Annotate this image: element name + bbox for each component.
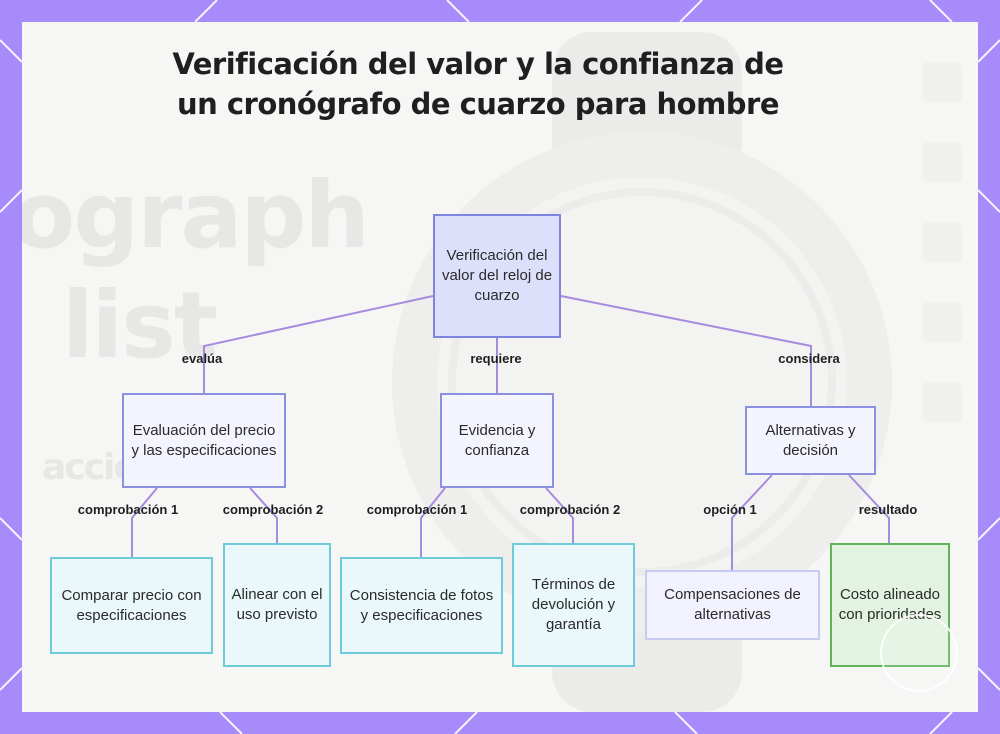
edge-label-result: resultado [858, 502, 918, 517]
edge-label-evidence-check-2: comprobación 2 [519, 502, 621, 517]
edge-label-requiere: requiere [470, 351, 522, 366]
diagram-title: Verificación del valor y la confianza de… [172, 47, 784, 121]
edge-label-option-1: opción 1 [703, 502, 757, 517]
watermark-text-1: ograph [22, 162, 370, 269]
return-warranty-node: Términos de devolución y garantía [512, 543, 635, 667]
evidence-node: Evidencia y confianza [440, 393, 554, 488]
align-use-node: Alinear con el uso previsto [223, 543, 331, 667]
consistency-node: Consistencia de fotos y especificaciones [340, 557, 503, 654]
root-node: Verificación del valor del reloj de cuar… [433, 214, 561, 338]
edge-label-price-check-2: comprobación 2 [222, 502, 324, 517]
alternatives-node: Alternativas y decisión [745, 406, 876, 475]
tradeoffs-node: Compensaciones de alternativas [645, 570, 820, 640]
compare-price-node: Comparar precio con especificaciones [50, 557, 213, 654]
edge-label-evidence-check-1: comprobación 1 [366, 502, 468, 517]
seal-watermark [880, 614, 958, 692]
watermark-text-2: list [62, 272, 218, 379]
edge-label-considera: considera [778, 351, 840, 366]
edge-label-price-check-1: comprobación 1 [77, 502, 179, 517]
price-node: Evaluación del precio y las especificaci… [122, 393, 286, 488]
edge-label-evalua: evalúa [181, 351, 223, 366]
